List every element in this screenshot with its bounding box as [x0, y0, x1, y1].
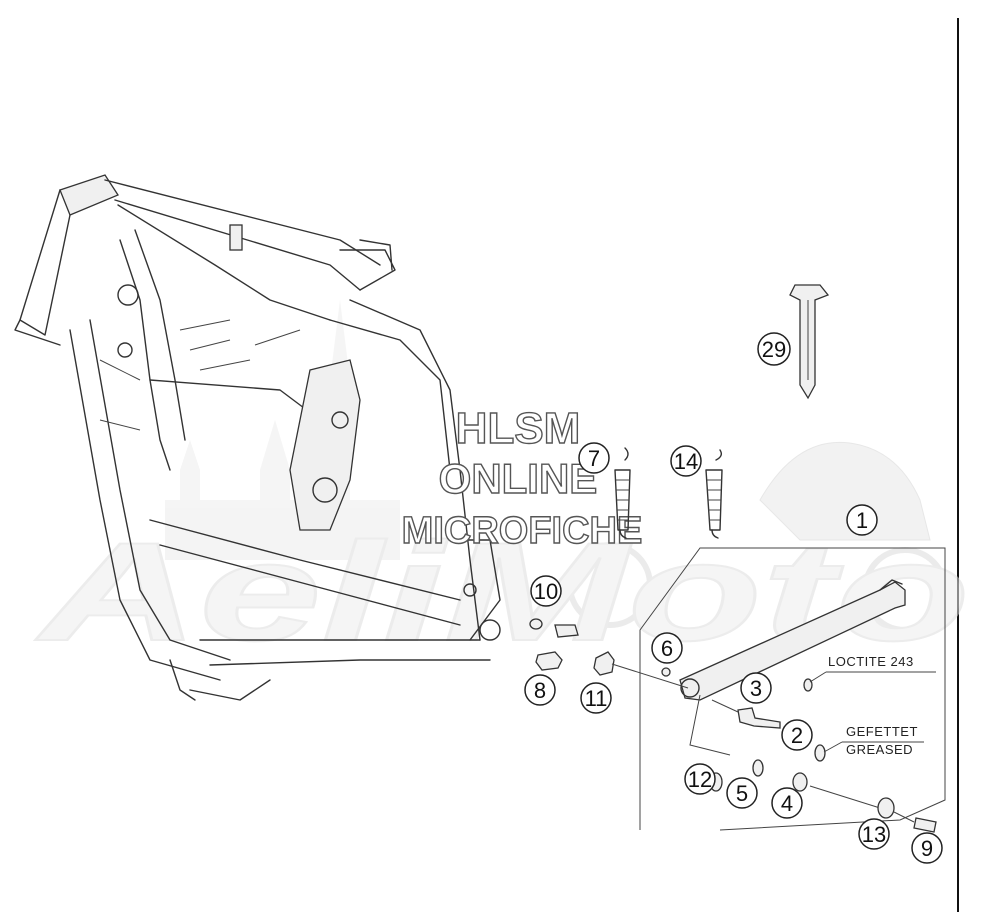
part-9-screw: [913, 817, 937, 833]
callout-11: 11: [580, 682, 612, 714]
callout-10: 10: [530, 575, 562, 607]
callout-8: 8: [524, 674, 556, 706]
callout-6-label: 6: [661, 636, 673, 661]
part-2-bolt: [737, 707, 781, 729]
callout-12-label: 12: [688, 767, 712, 792]
callout-3: 3: [740, 672, 772, 704]
callout-13-label: 13: [862, 822, 886, 847]
callout-1-label: 1: [856, 508, 868, 533]
part-loctite-washer: [803, 678, 813, 692]
callout-8-label: 8: [534, 678, 546, 703]
callout-5: 5: [726, 777, 758, 809]
callout-2: 2: [781, 719, 813, 751]
part-6-pin: [661, 667, 671, 677]
callout-7-label: 7: [588, 446, 600, 471]
note-greased: GREASED: [846, 742, 913, 757]
callout-29: 29: [757, 332, 791, 366]
callout-9: 9: [911, 832, 943, 864]
callout-2-label: 2: [791, 723, 803, 748]
part-5-bushing: [752, 759, 764, 777]
callout-29-label: 29: [762, 337, 786, 362]
part-13-washer: [877, 797, 895, 819]
part-14-spring: [705, 449, 723, 539]
part-bushing: [554, 624, 579, 638]
assembly-notes: LOCTITE 243 GEFETTET GREASED: [809, 654, 936, 757]
watermark-line2: ONLINE: [439, 455, 598, 502]
part-greased-washer: [814, 744, 826, 762]
callout-6: 6: [651, 632, 683, 664]
note-loctite: LOCTITE 243: [828, 654, 914, 669]
callout-7: 7: [578, 442, 610, 474]
callout-14-label: 14: [674, 449, 698, 474]
callout-12: 12: [684, 763, 716, 795]
part-7-spring: [614, 447, 631, 539]
part-1-side-stand: [639, 547, 946, 831]
part-8-nut: [535, 651, 563, 671]
part-29-tag: [789, 284, 830, 400]
part-4-washer: [792, 772, 808, 792]
hardware-parts: [529, 618, 937, 833]
callout-4: 4: [771, 787, 803, 819]
callout-4-label: 4: [781, 791, 793, 816]
callout-10-label: 10: [534, 579, 558, 604]
callout-9-label: 9: [921, 836, 933, 861]
callout-5-label: 5: [736, 781, 748, 806]
part-10-washer: [529, 618, 543, 630]
callout-3-label: 3: [750, 676, 762, 701]
callout-1: 1: [846, 504, 878, 536]
part-11-spacer: [593, 651, 615, 676]
callout-13: 13: [858, 818, 890, 850]
frame-assembly: [14, 174, 501, 701]
hlsm-watermark: HLSM ONLINE MICROFICHE: [401, 403, 643, 552]
watermark-line1: HLSM: [456, 404, 581, 453]
watermark-line3: MICROFICHE: [402, 510, 643, 552]
callout-14: 14: [670, 445, 702, 477]
callout-11-label: 11: [585, 686, 608, 711]
note-gefettet: GEFETTET: [846, 724, 918, 739]
callout-group: 1 2 3 4 5 6 7 8 9 10 11 12 13 14 29: [524, 332, 943, 864]
